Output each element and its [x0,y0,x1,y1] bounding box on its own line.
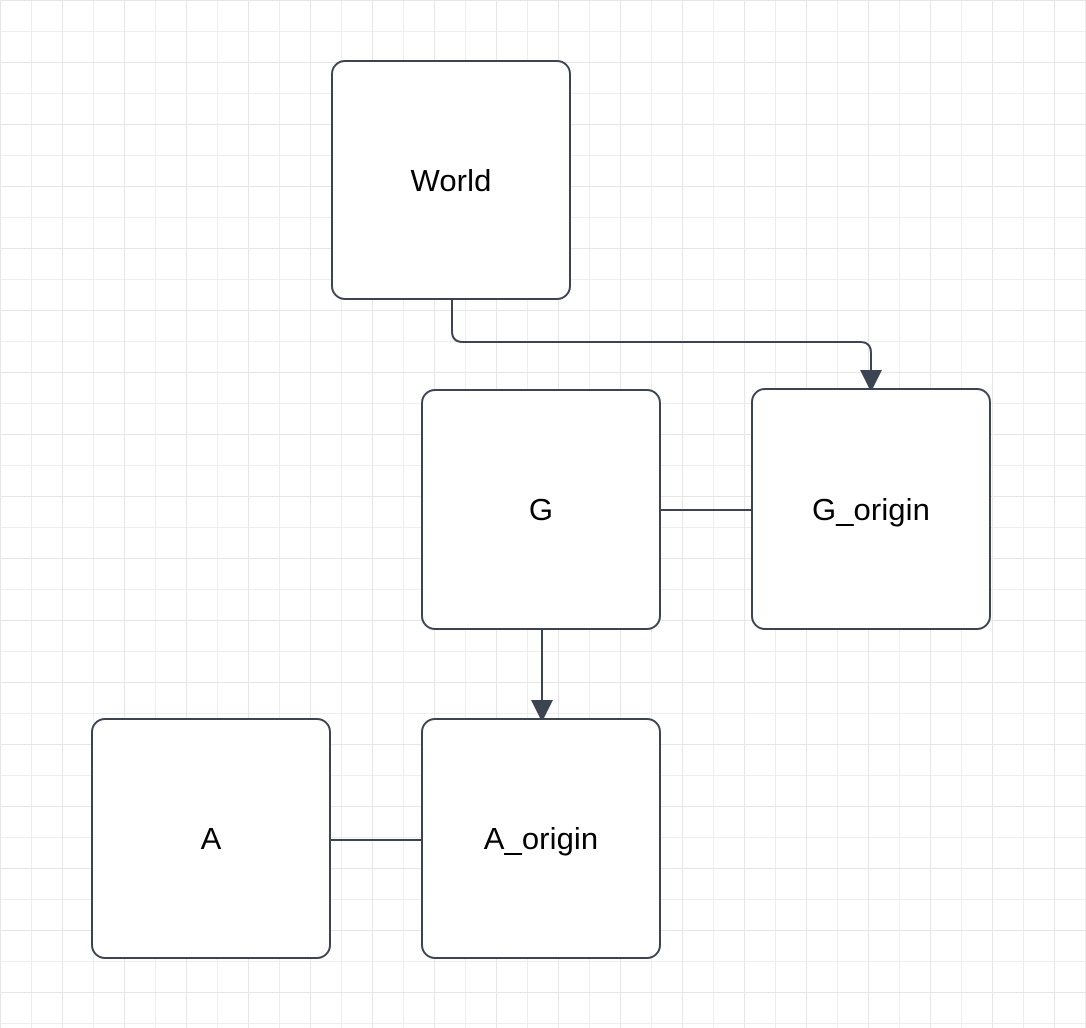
node-world-label: World [410,162,492,198]
node-a-origin[interactable]: A_origin [421,718,661,959]
node-g-origin[interactable]: G_origin [751,388,991,630]
node-world[interactable]: World [331,60,571,300]
node-a-origin-label: A_origin [483,821,599,856]
node-g-origin-label: G_origin [812,491,930,527]
edge-world-to-g-origin[interactable] [451,299,872,373]
node-g[interactable]: G [421,389,661,630]
node-g-label: G [528,492,554,527]
node-a[interactable]: A [91,718,331,959]
node-a-label: A [200,821,222,856]
